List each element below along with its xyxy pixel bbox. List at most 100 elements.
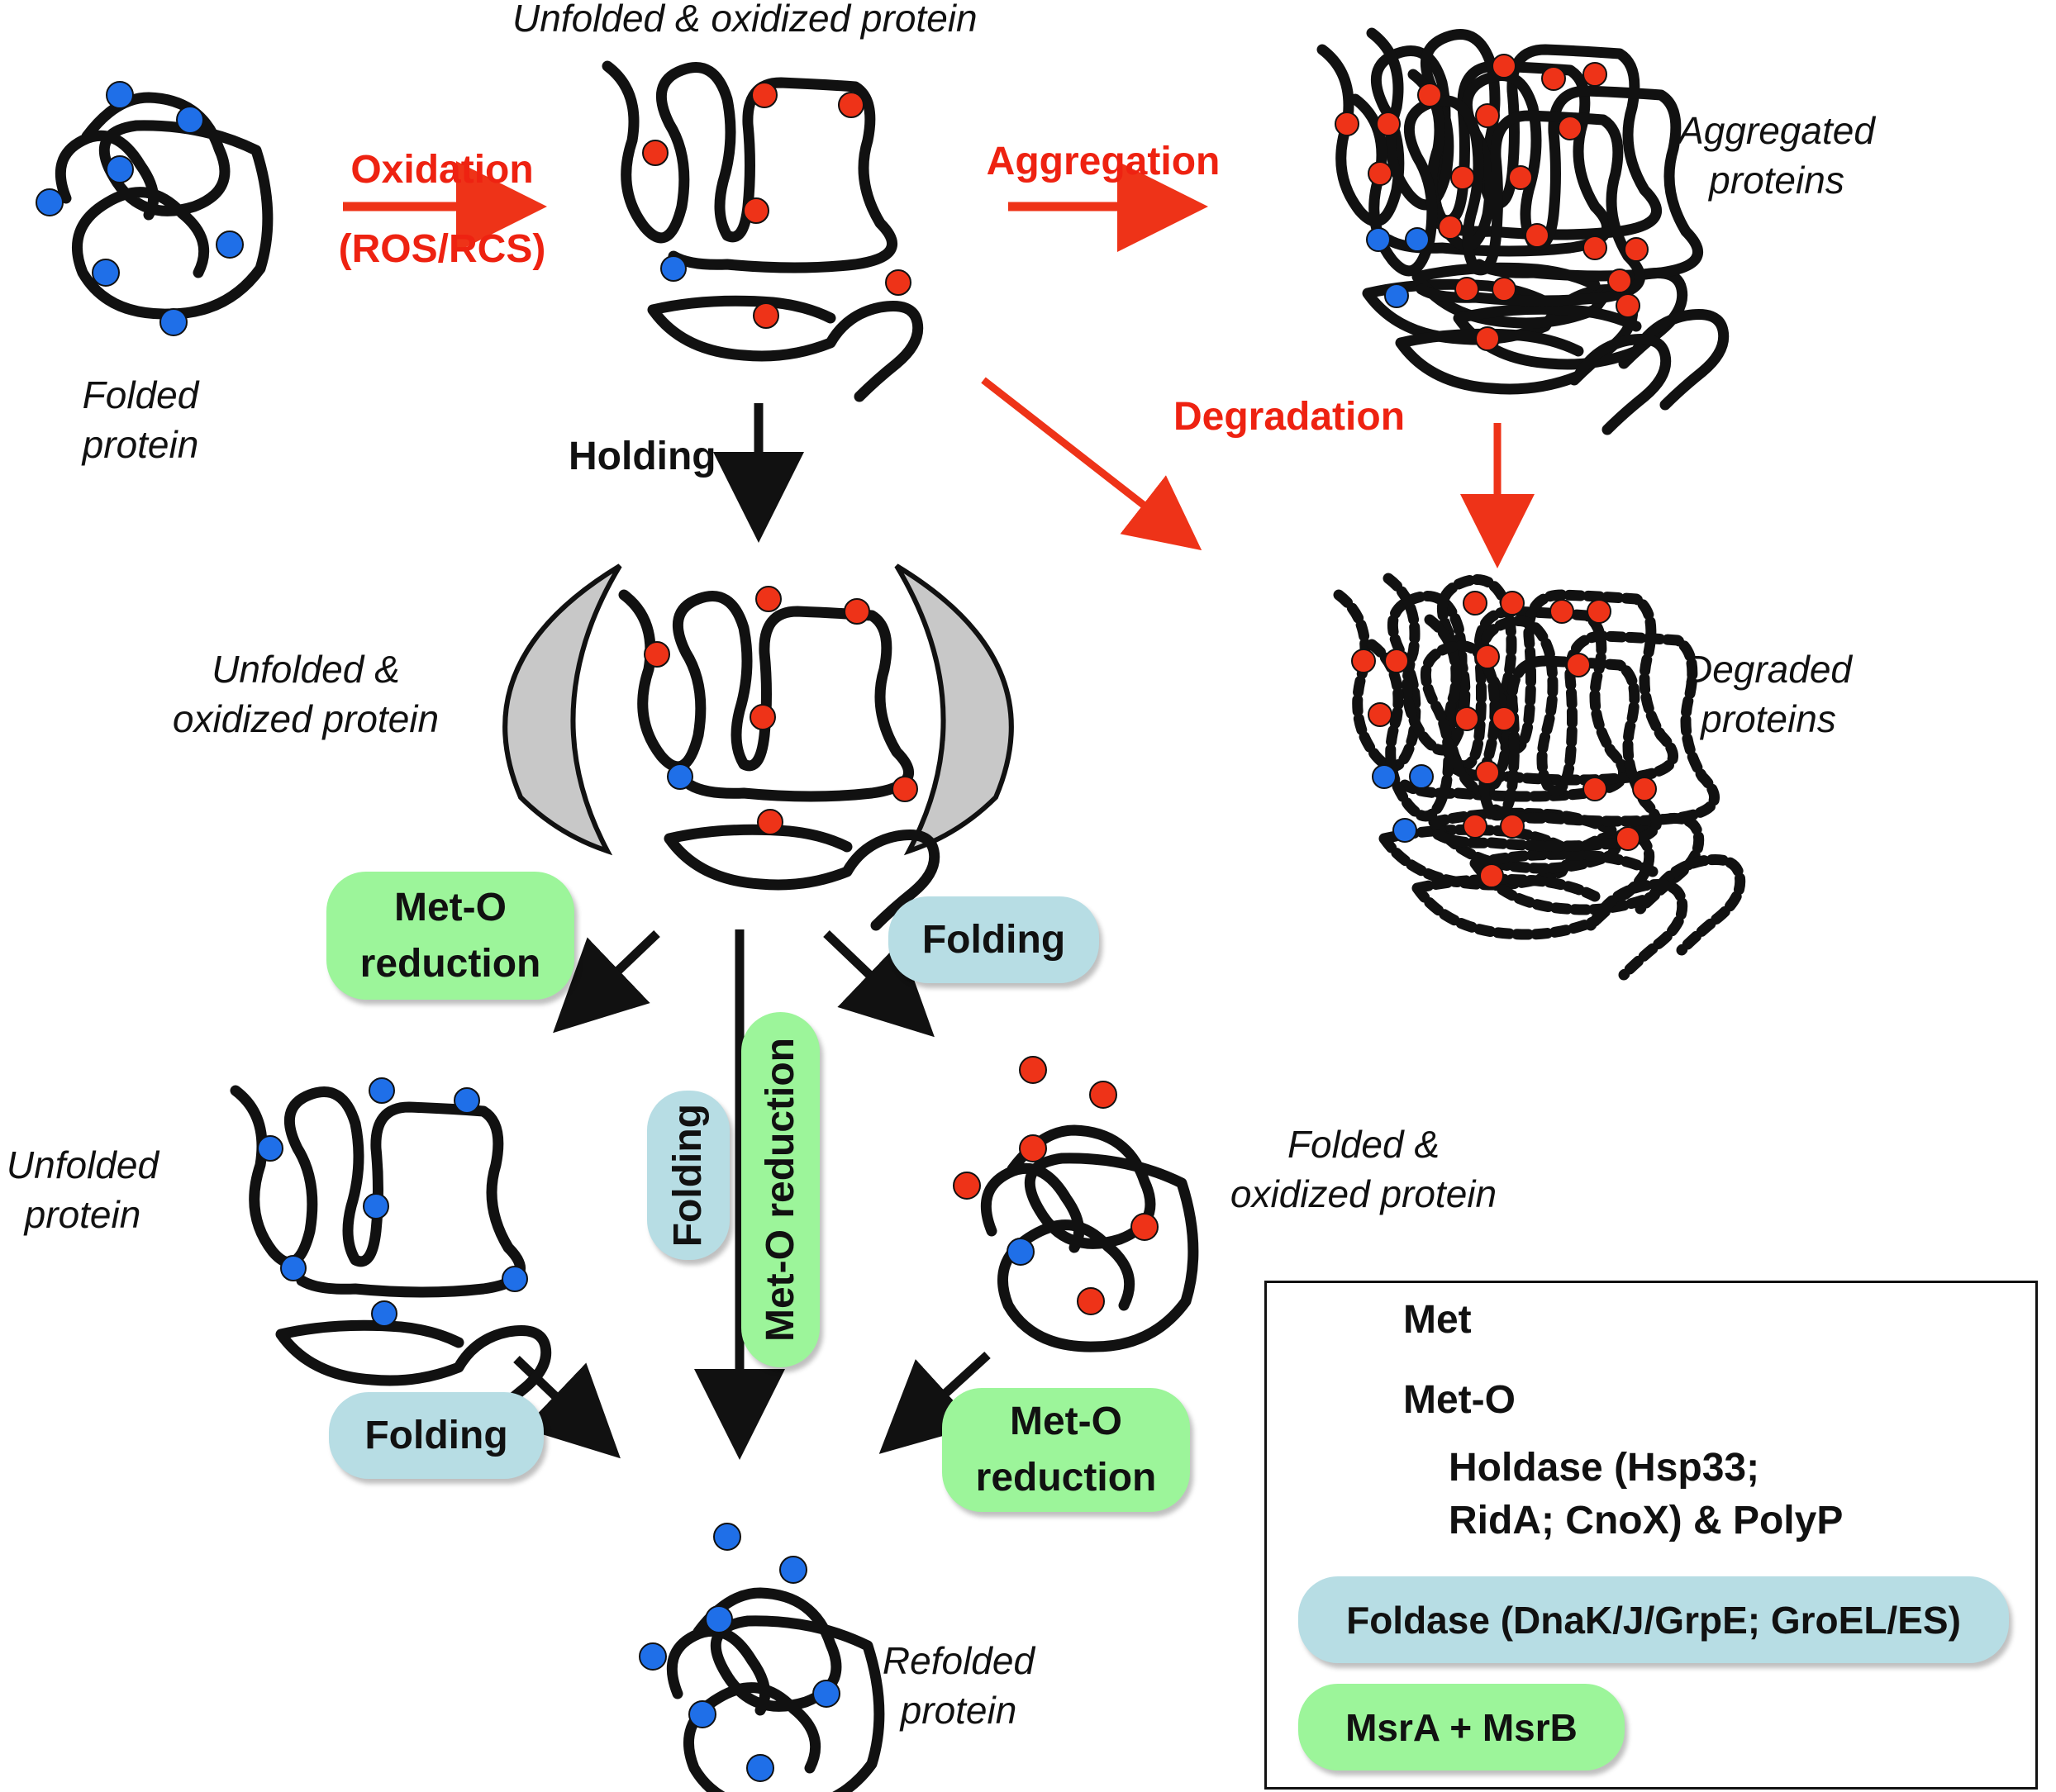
met-o-dot [1582,235,1607,260]
met-o-dot [1616,293,1640,318]
met-dot [667,763,693,790]
met-o-dot [1492,277,1516,302]
held-protein-label-line1: Unfolded & [212,648,400,691]
aggregated-proteins-label: Aggregated proteins [1661,106,1892,205]
met-o-reduction-vertical-pill: Met-O reduction [741,1012,820,1367]
met-dot [746,1754,774,1782]
met-o-dot [892,776,918,802]
folded-protein-label-line2: protein [82,423,199,466]
met-o-dot [1019,1056,1047,1084]
refolded-label-line1: Refolded [882,1639,1035,1682]
met-o-dot [1541,66,1566,91]
met-dot [106,155,134,183]
unfolded-protein-label-line2: protein [24,1193,141,1236]
met-dot [1405,227,1430,252]
met-o-dot [1525,223,1549,248]
degradation-diagonal-arrow [981,377,1202,551]
met-o-reduction-left-line1: Met-O [394,885,507,929]
met-o-dot [1351,649,1376,673]
degraded-label-line1: Degraded [1684,648,1853,691]
legend-box: Met Met-O Holdase (Hsp33; RidA; CnoX) & … [1264,1281,2038,1790]
met-o-dot [1089,1081,1117,1109]
met-o-dot [1632,777,1657,801]
met-o-dot [751,82,778,108]
folded-oxidized-protein-figure [953,1056,1193,1347]
held-protein-label-line2: oxidized protein [172,697,440,740]
met-dot [502,1266,528,1292]
held-protein-label: Unfolded & oxidized protein [149,644,463,744]
met-dot [1384,283,1409,308]
met-dot [280,1255,307,1281]
met-dot [363,1193,389,1219]
met-o-dot [1500,814,1525,839]
met-dot [639,1642,667,1671]
met-dot [176,106,204,134]
met-o-dot [1438,215,1463,240]
met-dot [713,1523,741,1551]
met-o-dot [755,586,782,612]
met-o-dot [1587,599,1611,624]
legend-msr-pill: MsrA + MsrB [1298,1684,1625,1771]
met-o-reduction-left-pill: Met-O reduction [326,872,574,1000]
folding-vertical-pill: Folding [647,1091,730,1260]
aggregated-label-line2: proteins [1709,159,1844,202]
arrow-unfolded-to-refolded [513,1356,621,1459]
met-o-reduction-bottom-right-line2: reduction [975,1456,1157,1500]
met-o-dot [1508,165,1533,190]
met-o-dot [1549,599,1574,624]
refolded-protein-label: Refolded protein [868,1636,1049,1735]
met-o-dot [1130,1213,1159,1241]
met-o-dot [1475,644,1500,669]
met-o-dot [1463,814,1487,839]
met-o-dot [1616,826,1640,851]
met-o-dot [1492,54,1516,78]
met-o-dot [838,92,864,118]
met-o-reduction-vertical-text: Met-O reduction [758,1038,802,1342]
met-dot [1372,764,1397,789]
met-o-dot [1475,326,1500,351]
aggregation-label: Aggregation [986,140,1221,183]
oxidation-sub-label: (ROS/RCS) [326,225,558,274]
met-o-dot [1368,161,1392,186]
met-dot [159,308,188,336]
degraded-proteins-figure [1339,578,1740,975]
legend-foldase-pill: Foldase (DnaK/J/GrpE; GroEL/ES) [1298,1576,2009,1663]
aggregated-proteins-figure [1322,33,1724,430]
oxidation-label: Oxidation [326,145,558,195]
met-dot [257,1135,283,1162]
met-dot [1007,1238,1035,1266]
folded-oxidized-label-line1: Folded & [1287,1123,1440,1166]
arrow-to-folded-oxidized [823,930,935,1038]
met-o-dot [753,302,779,329]
met-dot [1409,764,1434,789]
met-dot [454,1087,480,1114]
met-o-dot [644,641,670,668]
met-o-dot [844,598,870,625]
met-o-dot [1492,706,1516,731]
met-o-reduction-bottom-right-pill: Met-O reduction [942,1388,1190,1512]
met-o-dot [1566,653,1591,677]
refolded-label-line2: protein [900,1689,1017,1732]
legend-holdase-line2: RidA; CnoX) & PolyP [1449,1499,1844,1542]
met-o-dot [1463,591,1487,616]
met-o-dot [885,269,911,296]
met-o-dot [1019,1134,1047,1162]
met-dot [1366,227,1391,252]
met-o-dot [1582,777,1607,801]
unfolded-protein-figure [236,1077,546,1421]
met-dot [369,1077,395,1104]
met-o-dot [1624,237,1649,262]
holding-label: Holding [569,435,716,478]
met-dot [812,1680,840,1708]
unfolded-protein-label: Unfolded protein [0,1140,165,1239]
folded-oxidized-label-line2: oxidized protein [1230,1172,1497,1215]
oxidation-label-line2: (ROS/RCS) [338,227,546,271]
met-o-dot [1450,165,1475,190]
legend-holdase-label: Holdase (Hsp33; RidA; CnoX) & PolyP [1449,1442,1843,1547]
met-dot [660,255,687,282]
met-o-dot [1417,83,1442,107]
met-o-dot [1582,62,1607,87]
met-o-dot [1454,277,1479,302]
met-o-dot [1077,1287,1105,1315]
met-dot [106,81,134,109]
